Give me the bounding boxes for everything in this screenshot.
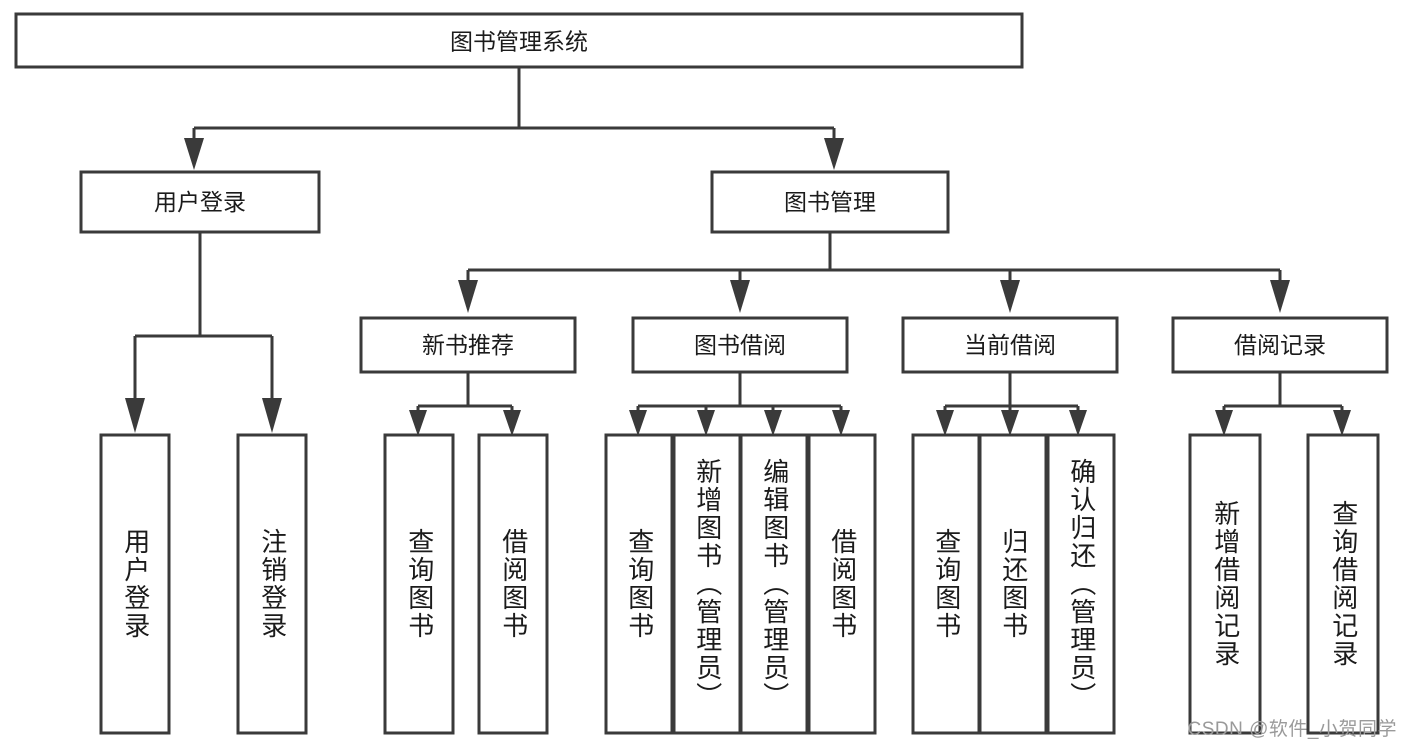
node-book-borrow-box[interactable] <box>631 316 849 374</box>
leaf-box-nbr-borrow-book[interactable] <box>477 433 549 735</box>
leaf-box-bb-add-book[interactable] <box>672 433 742 735</box>
arrow-to-current-borrow <box>1000 280 1020 313</box>
arrow-nbr-leaf-2 <box>503 410 521 436</box>
node-book-manage-box[interactable] <box>710 170 950 234</box>
node-new-book-recommend-box[interactable] <box>359 316 577 374</box>
arrow-bb-leaf-1 <box>629 410 647 436</box>
arrow-to-borrow-record <box>1270 280 1290 313</box>
arrow-cb-leaf-3 <box>1069 410 1087 436</box>
arrow-bb-leaf-3 <box>764 410 782 436</box>
leaf-box-cb-confirm-return[interactable] <box>1046 433 1116 735</box>
arrow-to-new-book-recommend <box>458 280 478 313</box>
node-borrow-record[interactable]: 借阅记录 <box>1171 316 1389 374</box>
arrow-nbr-leaf-1 <box>409 410 427 436</box>
arrow-to-book-borrow <box>730 280 750 313</box>
arrow-br-leaf-2 <box>1333 410 1351 436</box>
node-root-box[interactable] <box>14 12 1024 69</box>
leaf-box-br-add-record[interactable] <box>1188 433 1262 735</box>
node-current-borrow[interactable]: 当前借阅 <box>901 316 1119 374</box>
arrow-bb-leaf-4 <box>832 410 850 436</box>
node-current-borrow-label: 当前借阅 <box>964 332 1056 358</box>
node-root-label: 图书管理系统 <box>450 29 588 55</box>
arrow-to-book-manage <box>824 138 844 170</box>
arrow-br-leaf-1 <box>1215 410 1233 436</box>
arrow-to-user-login <box>184 138 204 170</box>
node-book-manage-label: 图书管理 <box>784 189 876 215</box>
leaf-box-bb-edit-book[interactable] <box>739 433 809 735</box>
leaf-box-cb-query-book[interactable] <box>911 433 981 735</box>
node-user-login-label: 用户登录 <box>154 189 246 215</box>
leaf-box-cb-return-book[interactable] <box>978 433 1048 735</box>
leaf-box-logout[interactable] <box>236 433 308 735</box>
arrow-cb-leaf-2 <box>1001 410 1019 436</box>
node-borrow-record-box[interactable] <box>1171 316 1389 374</box>
node-book-borrow[interactable]: 图书借阅 <box>631 316 849 374</box>
leaf-box-user-login[interactable] <box>99 433 171 735</box>
node-new-book-recommend[interactable]: 新书推荐 <box>359 316 577 374</box>
connectors <box>125 67 1351 436</box>
node-book-manage[interactable]: 图书管理 <box>710 170 950 234</box>
arrow-to-leaf-user-login <box>125 398 145 433</box>
leaf-box-nbr-query-book[interactable] <box>383 433 455 735</box>
node-user-login[interactable]: 用户登录 <box>79 170 321 234</box>
leaf-box-bb-query-book[interactable] <box>604 433 674 735</box>
watermark: CSDN @软件_小贺同学 <box>1187 719 1397 740</box>
arrow-bb-leaf-2 <box>697 410 715 436</box>
node-borrow-record-label: 借阅记录 <box>1234 332 1326 358</box>
leaf-box-bb-borrow-book[interactable] <box>807 433 877 735</box>
node-new-book-recommend-label: 新书推荐 <box>422 332 514 358</box>
node-user-login-box[interactable] <box>79 170 321 234</box>
arrow-to-leaf-logout <box>262 398 282 433</box>
leaf-box-br-query-record[interactable] <box>1306 433 1380 735</box>
arrow-cb-leaf-1 <box>936 410 954 436</box>
node-current-borrow-box[interactable] <box>901 316 1119 374</box>
node-book-borrow-label: 图书借阅 <box>694 332 786 358</box>
node-root[interactable]: 图书管理系统 <box>14 12 1024 69</box>
